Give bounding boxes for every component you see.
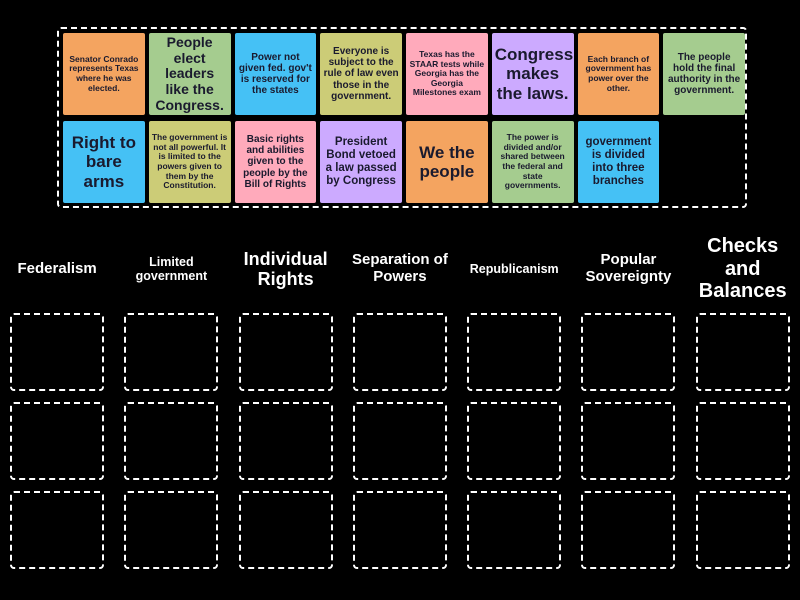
draggable-tile[interactable]: Senator Conrado represents Texas where h… <box>63 33 145 115</box>
category-header-c7: Checks and Balances <box>698 235 787 303</box>
tile-label: Right to bare arms <box>71 133 136 191</box>
dropzone[interactable] <box>467 402 562 480</box>
dropzone[interactable] <box>352 491 447 569</box>
tile-label: Congress makes the laws. <box>494 45 574 103</box>
draggable-tile[interactable]: We the people <box>406 121 488 203</box>
dropzone-stack <box>571 313 685 569</box>
dropzone[interactable] <box>581 491 676 569</box>
category-header-c6: Popular Sovereignty <box>585 251 672 285</box>
category-column: Separation of Powers <box>343 228 457 588</box>
tile-label: government is divided into three branche… <box>585 136 652 187</box>
tile-label: Basic rights and abilities given to the … <box>243 134 308 190</box>
dropzone[interactable] <box>695 491 790 569</box>
tile-label: Everyone is subject to the rule of law e… <box>323 46 399 102</box>
tile-label: Senator Conrado represents Texas where h… <box>69 53 139 93</box>
draggable-tile[interactable]: The people hold the final authority in t… <box>663 33 745 115</box>
dropzone[interactable] <box>581 402 676 480</box>
category-column: Limited government <box>114 228 228 588</box>
dropzone[interactable] <box>581 313 676 391</box>
dropzone-stack <box>114 313 228 569</box>
category-column: Republicanism <box>457 228 571 588</box>
dropzone[interactable] <box>467 491 562 569</box>
category-header-c2: Limited government <box>135 255 208 283</box>
category-columns: Federalism Limited government Individual R… <box>0 228 800 588</box>
draggable-tile[interactable]: Right to bare arms <box>63 121 145 203</box>
draggable-tile[interactable]: Everyone is subject to the rule of law e… <box>320 33 402 115</box>
dropzone[interactable] <box>352 402 447 480</box>
dropzone[interactable] <box>124 491 219 569</box>
tile-tray-row-2: Right to bare arms The government is not … <box>63 121 745 203</box>
category-column: Popular Sovereignty <box>571 228 685 588</box>
dropzone[interactable] <box>10 402 105 480</box>
category-column: Federalism <box>0 228 114 588</box>
dropzone[interactable] <box>124 402 219 480</box>
tile-label: Texas has the STAAR tests while Georgia … <box>409 49 485 98</box>
draggable-tile[interactable]: People elect leaders like the Congress. <box>148 33 231 115</box>
dropzone-stack <box>457 313 571 569</box>
draggable-tile[interactable]: Basic rights and abilities given to the … <box>234 121 317 203</box>
draggable-tile[interactable]: Power not given fed. gov't is reserved f… <box>234 33 317 115</box>
dropzone-stack <box>686 313 800 569</box>
draggable-tile[interactable]: Congress makes the laws. <box>491 33 574 115</box>
dropzone[interactable] <box>238 491 333 569</box>
dropzone[interactable] <box>467 313 562 391</box>
category-header-c1: Federalism <box>17 259 97 277</box>
tile-tray[interactable]: Senator Conrado represents Texas where h… <box>57 27 747 208</box>
dropzone-stack <box>229 313 343 569</box>
dropzone[interactable] <box>238 402 333 480</box>
dropzone[interactable] <box>10 491 105 569</box>
tile-label: People elect leaders like the Congress. <box>155 33 224 113</box>
category-header-c4: Separation of Powers <box>352 251 448 285</box>
draggable-tile[interactable]: President Bond vetoed a law passed by Co… <box>320 121 402 203</box>
category-header-c5: Republicanism <box>469 262 559 276</box>
tile-slot-empty <box>663 121 745 203</box>
dropzone[interactable] <box>695 313 790 391</box>
tile-tray-row-1: Senator Conrado represents Texas where h… <box>63 33 745 115</box>
category-column: Individual Rights <box>229 228 343 588</box>
category-header-c3: Individual Rights <box>243 248 328 289</box>
tile-label: Each branch of government has power over… <box>585 53 652 93</box>
tile-label: Power not given fed. gov't is reserved f… <box>238 51 312 97</box>
tile-label: President Bond vetoed a law passed by Co… <box>325 136 397 187</box>
dropzone-stack <box>0 313 114 569</box>
category-column: Checks and Balances <box>686 228 800 588</box>
draggable-tile[interactable]: Each branch of government has power over… <box>577 33 660 115</box>
tile-label: The people hold the final authority in t… <box>668 51 741 97</box>
tile-label: We the people <box>419 142 475 181</box>
draggable-tile[interactable]: The government is not all powerful. It i… <box>148 121 231 203</box>
dropzone[interactable] <box>352 313 447 391</box>
dropzone-stack <box>343 313 457 569</box>
draggable-tile[interactable]: Texas has the STAAR tests while Georgia … <box>406 33 488 115</box>
dropzone[interactable] <box>124 313 219 391</box>
dropzone[interactable] <box>10 313 105 391</box>
draggable-tile[interactable]: government is divided into three branche… <box>577 121 660 203</box>
tile-label: The power is divided and/or shared betwe… <box>500 132 565 191</box>
dropzone[interactable] <box>695 402 790 480</box>
tile-label: The government is not all powerful. It i… <box>151 132 228 191</box>
dropzone[interactable] <box>238 313 333 391</box>
draggable-tile[interactable]: The power is divided and/or shared betwe… <box>491 121 574 203</box>
